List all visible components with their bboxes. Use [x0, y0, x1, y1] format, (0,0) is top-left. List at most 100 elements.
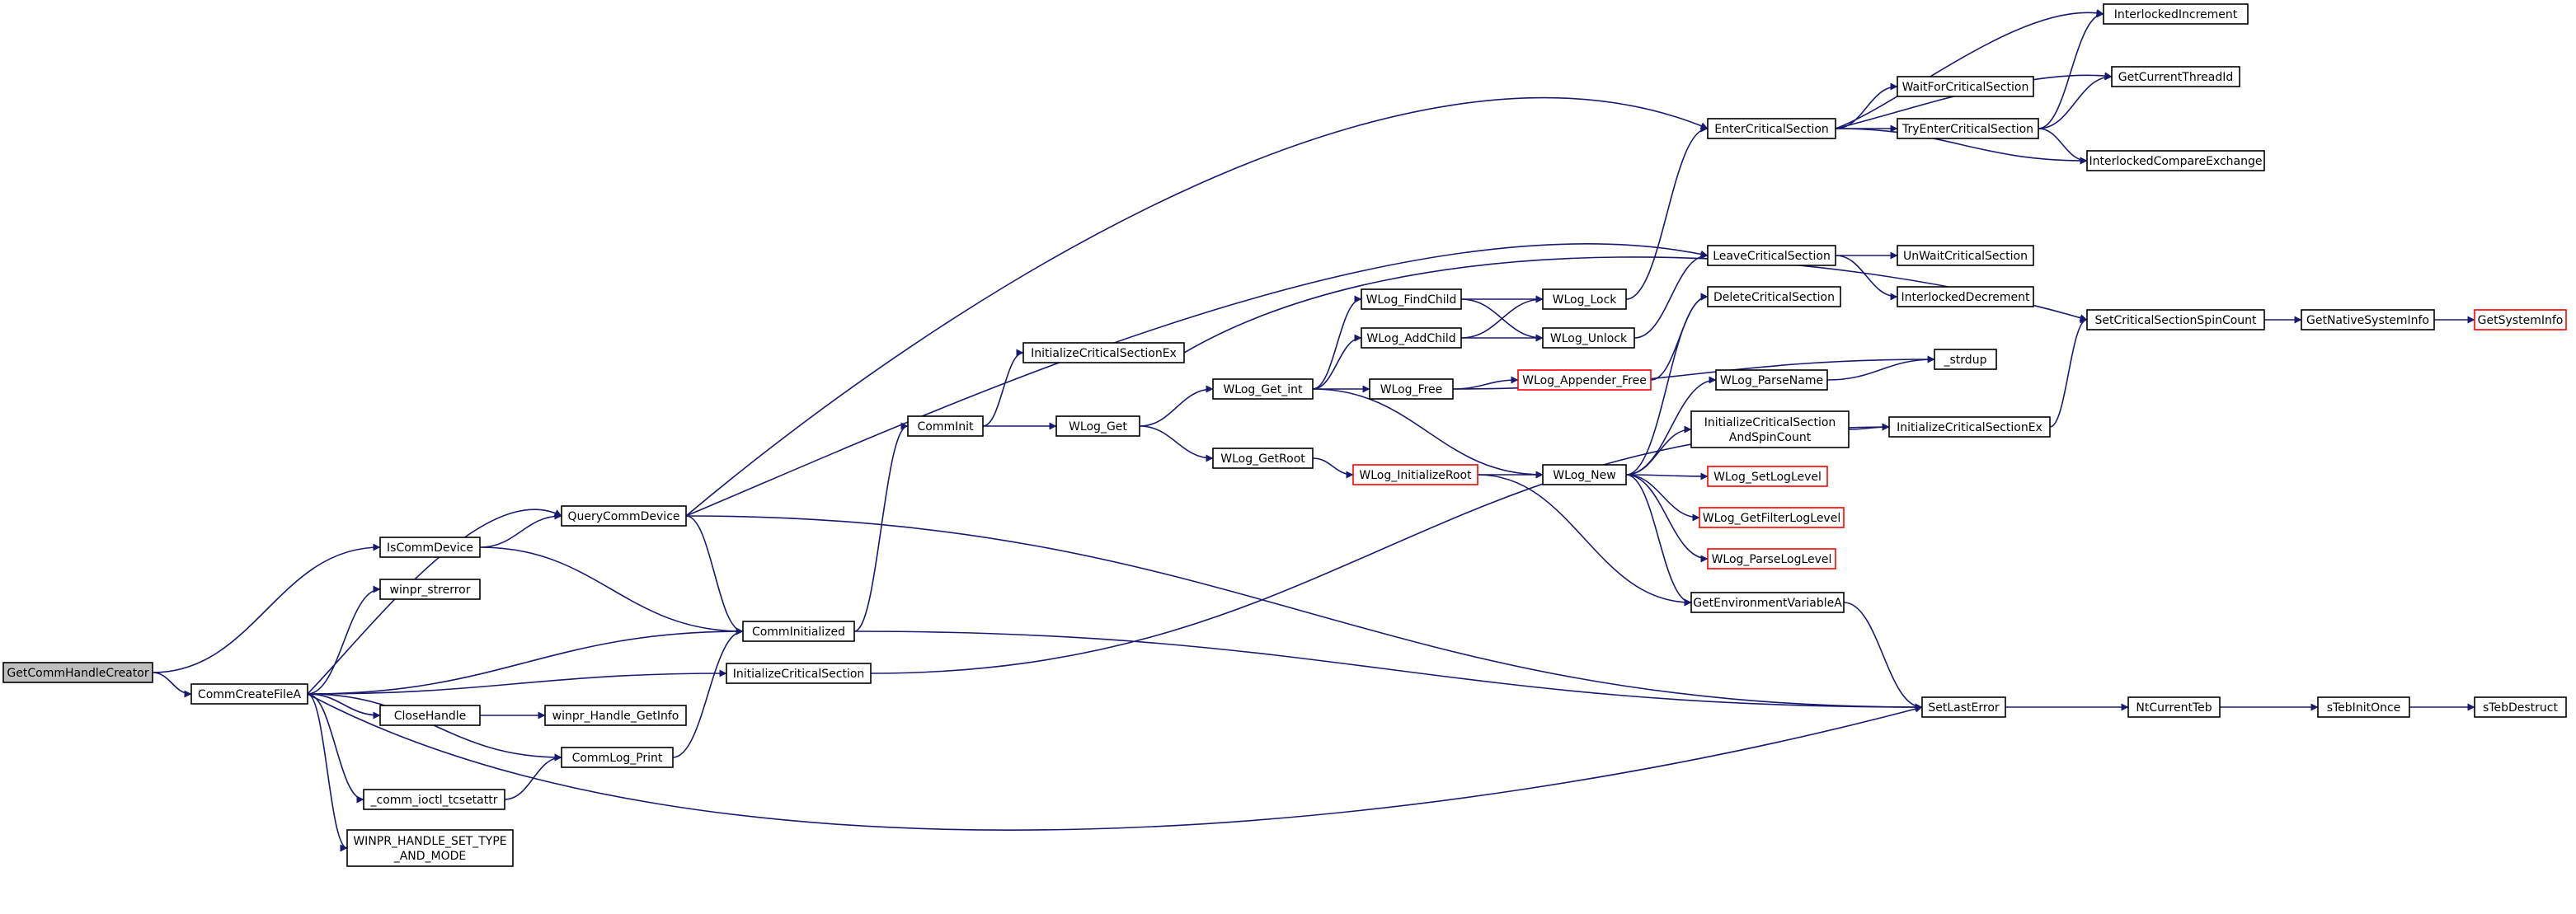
node-label: InterlockedDecrement [1901, 291, 2030, 304]
node-query-comm-device[interactable]: QueryCommDevice [561, 505, 687, 527]
node-interlocked-compare-exchange[interactable]: InterlockedCompareExchange [2086, 150, 2265, 171]
edge-arrow [1848, 423, 1890, 431]
node-winpr-strerror[interactable]: winpr_strerror [379, 579, 481, 600]
node-wlog-lock[interactable]: WLog_Lock [1542, 288, 1627, 310]
node-get-environment-variable-a[interactable]: GetEnvironmentVariableA [1690, 592, 1845, 613]
node-box [1361, 288, 1462, 310]
node-try-enter-critical-section[interactable]: TryEnterCriticalSection [1897, 118, 2039, 139]
node-initialize-critical-section-ex-2[interactable]: InitializeCriticalSectionEx [1888, 416, 2051, 438]
node-delete-critical-section[interactable]: DeleteCriticalSection [1707, 286, 1841, 307]
edge-comm-initialized-to-comm-init [853, 422, 909, 632]
node-comm-init[interactable]: CommInit [907, 415, 984, 437]
node-comm-ioctl-tcsetattr[interactable]: _comm_ioctl_tcsetattr [363, 789, 505, 810]
node-box [2474, 309, 2567, 330]
node-wlog-unlock[interactable]: WLog_Unlock [1542, 327, 1635, 349]
node-box [2086, 150, 2265, 171]
edge-arrow [2038, 73, 2113, 129]
node-box [2103, 3, 2249, 25]
edge-arrow [685, 515, 1923, 711]
node-wlog-new[interactable]: WLog_New [1542, 464, 1627, 485]
node-label: InitializeCriticalSection [733, 668, 865, 681]
node-box [346, 829, 514, 867]
node-box [190, 683, 308, 705]
node-comm-create-file-a[interactable]: CommCreateFileA [190, 683, 308, 705]
node-box [1888, 416, 2051, 438]
node-box [1921, 696, 2006, 718]
node-initialize-critical-section[interactable]: InitializeCriticalSection [726, 663, 872, 684]
node-box [2086, 309, 2265, 330]
node-get-current-thread-id[interactable]: GetCurrentThreadId [2111, 66, 2240, 87]
node-wlog-get[interactable]: WLog_Get [1055, 415, 1140, 437]
node-box [379, 705, 481, 726]
node-wlog-get-filter-log-level[interactable]: WLog_GetFilterLogLevel [1699, 507, 1845, 528]
edge-arrow [504, 753, 562, 800]
node-s-teb-destruct[interactable]: sTebDestruct [2474, 696, 2567, 718]
node-wlog-parse-log-level[interactable]: WLog_ParseLogLevel [1707, 548, 1836, 569]
node-set-critical-section-spin-count[interactable]: SetCriticalSectionSpinCount [2086, 309, 2265, 330]
node-label: UnWaitCriticalSection [1903, 250, 2028, 263]
node-wlog-get-root[interactable]: WLog_GetRoot [1212, 448, 1314, 469]
edge-arrow [1139, 385, 1214, 427]
node-winpr-handle-set-type-and-mode[interactable]: WINPR_HANDLE_SET_TYPE_AND_MODE [346, 829, 514, 867]
node-comm-log-print[interactable]: CommLog_Print [561, 747, 674, 768]
node-get-native-system-info[interactable]: GetNativeSystemInfo [2301, 309, 2435, 330]
edge-wlog-get-int-to-wlog-new [1312, 388, 1544, 479]
node-strdup[interactable]: _strdup [1934, 349, 1997, 370]
node-get-system-info[interactable]: GetSystemInfo [2474, 309, 2567, 330]
edge-arrow [853, 422, 909, 632]
node-is-comm-device[interactable]: IsCommDevice [379, 537, 481, 558]
edge-arrow [1826, 355, 1935, 381]
node-box [2317, 696, 2410, 718]
node-leave-critical-section[interactable]: LeaveCriticalSection [1707, 245, 1836, 266]
edge-arrow [1625, 472, 1709, 480]
node-comm-initialized[interactable]: CommInitialized [742, 621, 855, 642]
node-wait-for-critical-section[interactable]: WaitForCriticalSection [1897, 76, 2034, 97]
node-box [1897, 245, 2034, 266]
node-wlog-find-child[interactable]: WLog_FindChild [1361, 288, 1462, 310]
node-label: WLog_GetFilterLogLevel [1703, 512, 1840, 525]
node-label: WLog_Free [1380, 383, 1443, 396]
node-interlocked-increment[interactable]: InterlockedIncrement [2103, 3, 2249, 25]
node-un-wait-critical-section[interactable]: UnWaitCriticalSection [1897, 245, 2034, 266]
edge-arrow [307, 669, 727, 695]
node-label: InitializeCriticalSectionEx [1031, 347, 1177, 360]
node-enter-critical-section[interactable]: EnterCriticalSection [1707, 118, 1836, 139]
node-wlog-appender-free[interactable]: WLog_Appender_Free [1517, 369, 1652, 391]
node-label: WaitForCriticalSection [1902, 81, 2029, 94]
node-interlocked-decrement[interactable]: InterlockedDecrement [1897, 286, 2034, 307]
edge-arrow [307, 693, 1923, 831]
node-box [379, 579, 481, 600]
node-label: SetCriticalSectionSpinCount [2094, 314, 2257, 327]
node-wlog-parse-name[interactable]: WLog_ParseName [1715, 369, 1828, 391]
node-label: AndSpinCount [1729, 431, 1812, 444]
node-nt-current-teb[interactable]: NtCurrentTeb [2127, 696, 2221, 718]
edge-arrow [1625, 474, 1692, 607]
node-wlog-get-int[interactable]: WLog_Get_int [1212, 378, 1314, 400]
node-label: WLog_Lock [1553, 293, 1618, 307]
node-label: InterlockedCompareExchange [2089, 155, 2262, 168]
node-winpr-handle-get-info[interactable]: winpr_Handle_GetInfo [544, 705, 687, 726]
node-label: CommLog_Print [572, 752, 663, 765]
edge-query-comm-device-to-set-last-error [685, 515, 1923, 711]
edge-arrow [2038, 128, 2088, 165]
edge-is-comm-device-to-query-comm-device [479, 512, 562, 548]
edge-arrow [1139, 425, 1214, 462]
node-wlog-free[interactable]: WLog_Free [1369, 378, 1454, 400]
node-label: _AND_MODE [393, 850, 467, 863]
node-get-comm-handle-creator[interactable]: GetCommHandleCreator [2, 662, 153, 683]
node-s-teb-init-once[interactable]: sTebInitOnce [2317, 696, 2410, 718]
edge-arrow [307, 693, 348, 852]
node-wlog-initialize-root[interactable]: WLog_InitializeRoot [1352, 464, 1478, 485]
edge-query-comm-device-to-comm-initialized [685, 515, 744, 635]
node-box [1542, 288, 1627, 310]
node-wlog-set-log-level[interactable]: WLog_SetLogLevel [1707, 466, 1828, 487]
node-label: WLog_ParseLogLevel [1712, 553, 1832, 566]
node-set-last-error[interactable]: SetLastError [1921, 696, 2006, 718]
node-close-handle[interactable]: CloseHandle [379, 705, 481, 726]
edge-arrow [1625, 293, 1709, 476]
node-initialize-critical-section-ex-1[interactable]: InitializeCriticalSectionEx [1022, 342, 1185, 363]
node-label: GetSystemInfo [2478, 314, 2564, 327]
node-wlog-add-child[interactable]: WLog_AddChild [1361, 327, 1462, 349]
